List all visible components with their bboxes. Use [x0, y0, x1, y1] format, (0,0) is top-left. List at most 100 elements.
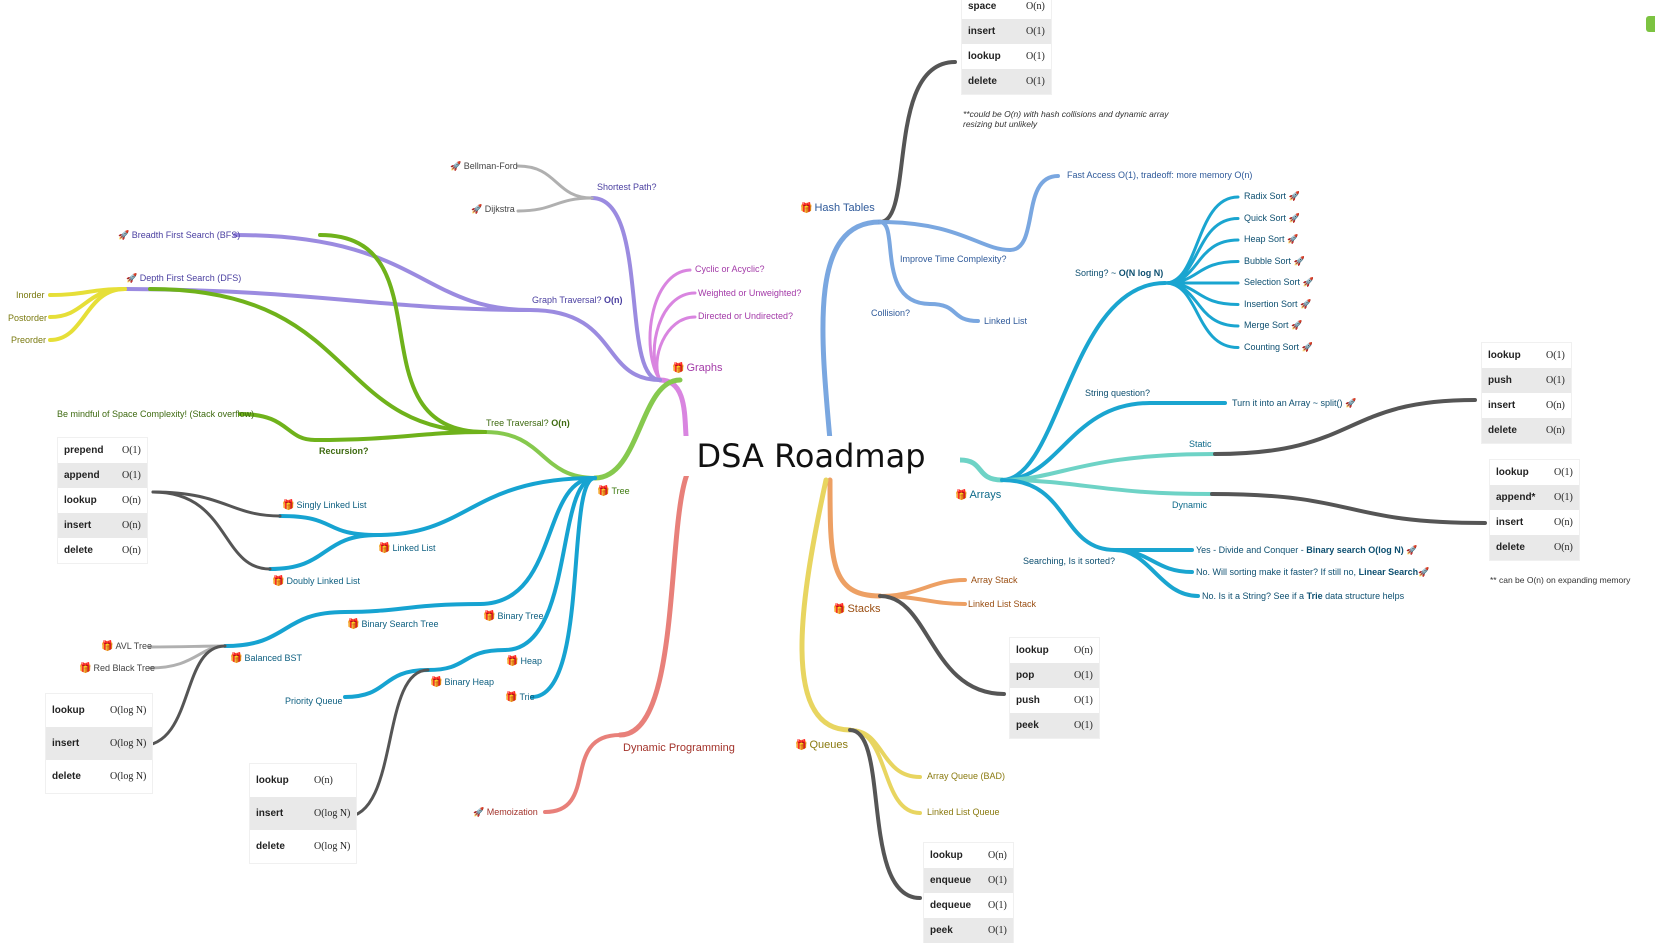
- array-queue-node[interactable]: Array Queue (BAD): [927, 771, 1006, 781]
- dynamic-node[interactable]: Dynamic: [1172, 500, 1208, 510]
- dijkstra-node[interactable]: 🚀 Dijkstra: [471, 204, 515, 215]
- queue-table-operation: enqueue: [924, 868, 982, 893]
- postorder-node[interactable]: Postorder: [8, 313, 48, 323]
- search-yes-node[interactable]: Yes - Divide and Conquer - Binary search…: [1196, 545, 1418, 556]
- sort-item[interactable]: Bubble Sort 🚀: [1244, 256, 1305, 267]
- string-answer-node[interactable]: Turn it into an Array ~ split() 🚀: [1232, 398, 1356, 409]
- sort-item[interactable]: Heap Sort 🚀: [1244, 234, 1298, 245]
- fast-access-node[interactable]: Fast Access O(1), tradeoff: more memory …: [1067, 170, 1253, 180]
- bfs-node[interactable]: 🚀 Breadth First Search (BFS): [118, 230, 240, 241]
- dfs-node[interactable]: 🚀 Depth First Search (DFS): [126, 273, 241, 284]
- sort-item[interactable]: Selection Sort 🚀: [1244, 277, 1314, 288]
- link-tree-linkedlist: [376, 476, 597, 537]
- bst-node[interactable]: Binary Search Tree: [347, 619, 439, 630]
- center-title[interactable]: DSA Roadmap: [662, 436, 960, 476]
- sort-item[interactable]: Merge Sort 🚀: [1244, 320, 1302, 331]
- link-arrays-string: [1000, 401, 1152, 482]
- red-black-tree-node[interactable]: Red Black Tree: [79, 663, 155, 674]
- link-binaryheap-table: [343, 668, 430, 819]
- link-linkedlist-doubly: [268, 533, 380, 571]
- doubly-linked-list-node[interactable]: Doubly Linked List: [272, 576, 360, 587]
- dp-node[interactable]: Dynamic Programming: [623, 742, 735, 754]
- bst-table-operation: delete: [46, 760, 104, 793]
- sort-item-label: Insertion Sort: [1244, 298, 1298, 309]
- corner-badge[interactable]: [1646, 16, 1655, 32]
- linked-list-queue-node[interactable]: Linked List Queue: [927, 807, 1000, 817]
- linked-list-table-operation: append: [58, 463, 116, 488]
- search-question-node[interactable]: Searching, Is it sorted?: [1023, 556, 1116, 566]
- memoization-node[interactable]: 🚀 Memoization: [473, 807, 538, 818]
- dynamic-array-table-operation: insert: [1490, 510, 1548, 535]
- link-static-table: [1213, 398, 1477, 456]
- hash-tables-node[interactable]: Hash Tables: [800, 202, 875, 215]
- link-bst-balanced: [223, 610, 347, 648]
- gift-icon: [378, 543, 392, 553]
- sort-item[interactable]: Quick Sort 🚀: [1244, 213, 1300, 224]
- space-complexity-note[interactable]: Be mindful of Space Complexity! (Stack o…: [57, 409, 255, 419]
- binary-tree-node[interactable]: Binary Tree: [483, 611, 543, 622]
- directed-node[interactable]: Directed or Undirected?: [698, 311, 794, 321]
- improve-complexity-node[interactable]: Improve Time Complexity?: [900, 254, 1007, 264]
- cyclic-node[interactable]: Cyclic or Acyclic?: [695, 264, 765, 274]
- rocket-icon: 🚀: [118, 230, 130, 240]
- avl-tree-label: AVL Tree: [115, 641, 152, 651]
- hash-table-operation: lookup: [962, 44, 1020, 69]
- link-tree-heap: [503, 476, 597, 652]
- tree-label: Tree: [611, 486, 630, 496]
- link-queues-table: [848, 728, 922, 900]
- trie-node[interactable]: Trie: [505, 692, 535, 703]
- linked-list-node[interactable]: Linked List: [378, 543, 435, 554]
- queues-node[interactable]: Queues: [795, 739, 848, 752]
- bellman-ford-node[interactable]: 🚀 Bellman-Ford: [450, 161, 518, 172]
- graph-traversal-node[interactable]: Graph Traversal? O(n): [532, 295, 623, 306]
- search-no1-node[interactable]: No. Will sorting make it faster? If stil…: [1196, 567, 1429, 578]
- heap-node[interactable]: Heap: [506, 656, 542, 667]
- balanced-bst-node[interactable]: Balanced BST: [230, 653, 302, 664]
- inorder-node[interactable]: Inorder: [16, 290, 45, 300]
- static-node[interactable]: Static: [1189, 439, 1212, 449]
- graphs-node[interactable]: Graphs: [672, 362, 723, 375]
- gift-icon: [506, 656, 520, 666]
- sorting-complexity: O(N log N): [1118, 268, 1164, 278]
- link-tree-trie: [530, 476, 597, 699]
- link-linkedlist-singly: [278, 514, 380, 537]
- array-stack-node[interactable]: Array Stack: [971, 575, 1018, 585]
- link-collision-ll: [928, 302, 980, 323]
- static-array-table-complexity: O(n): [1540, 418, 1571, 443]
- singly-linked-list-node[interactable]: Singly Linked List: [282, 500, 367, 511]
- tree-traversal-node[interactable]: Tree Traversal? O(n): [486, 418, 570, 429]
- sorting-node[interactable]: Sorting? ~ O(N log N): [1075, 268, 1163, 279]
- bst-table-complexity: O(log N): [104, 694, 153, 727]
- tree-traversal-complexity: O(n): [551, 418, 570, 428]
- search-no2-node[interactable]: No. Is it a String? See if a Trie data s…: [1202, 591, 1404, 602]
- recursion-node[interactable]: Recursion?: [319, 446, 369, 456]
- sort-item-label: Quick Sort: [1244, 212, 1287, 223]
- linked-list-stack-node[interactable]: Linked List Stack: [968, 599, 1037, 609]
- stacks-node[interactable]: Stacks: [833, 603, 880, 616]
- heap-table-complexity: O(log N): [308, 830, 357, 863]
- shortest-path-node[interactable]: Shortest Path?: [597, 182, 657, 192]
- hash-linked-list-node[interactable]: Linked List: [984, 316, 1028, 326]
- sort-item[interactable]: Insertion Sort 🚀: [1244, 299, 1311, 310]
- sort-item[interactable]: Radix Sort 🚀: [1244, 191, 1300, 202]
- dynamic-array-table-complexity: O(1): [1548, 485, 1579, 510]
- string-question-node[interactable]: String question?: [1085, 388, 1151, 398]
- preorder-node[interactable]: Preorder: [11, 335, 47, 345]
- sort-item[interactable]: Counting Sort 🚀: [1244, 342, 1313, 353]
- weighted-node[interactable]: Weighted or Unweighted?: [698, 288, 802, 298]
- arrays-node[interactable]: Arrays: [955, 489, 1001, 502]
- binary-tree-label: Binary Tree: [497, 611, 544, 621]
- priority-queue-node[interactable]: Priority Queue: [285, 696, 343, 706]
- avl-tree-node[interactable]: AVL Tree: [101, 641, 152, 652]
- collision-node[interactable]: Collision?: [871, 308, 911, 318]
- link-dynamic-table: [1210, 492, 1487, 525]
- tree-node[interactable]: Tree: [597, 486, 630, 497]
- binary-heap-node[interactable]: Binary Heap: [430, 677, 494, 688]
